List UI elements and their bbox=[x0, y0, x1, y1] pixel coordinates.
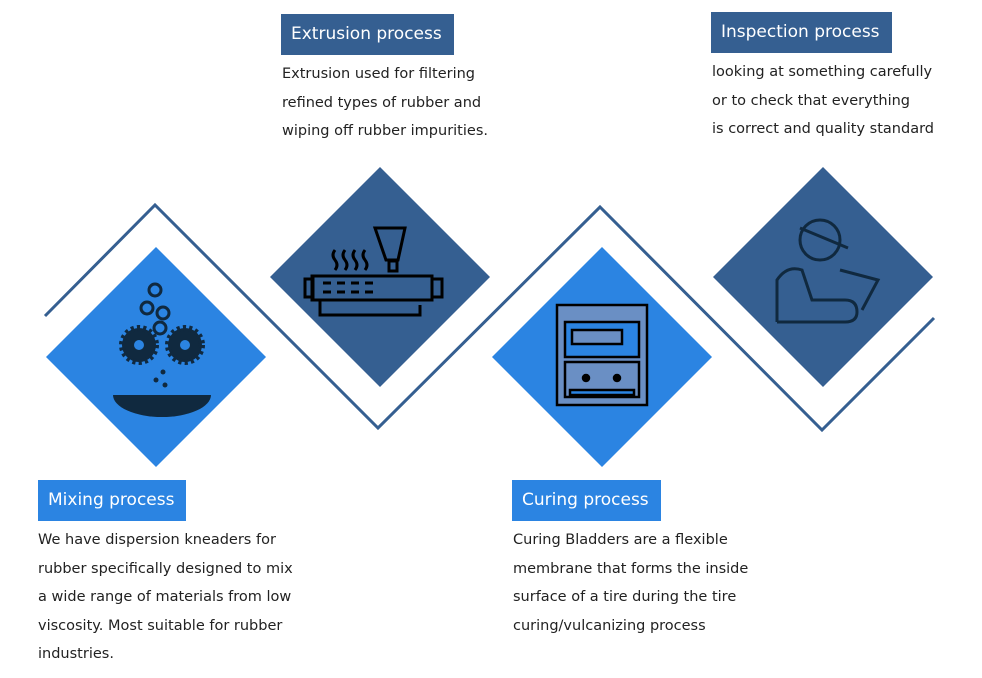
gears-mixing-icon bbox=[113, 282, 211, 417]
extruder-machine-icon bbox=[303, 226, 444, 317]
mixing-title: Mixing process bbox=[38, 480, 186, 521]
diamond-inspection bbox=[713, 167, 933, 387]
extrusion-title: Extrusion process bbox=[281, 14, 454, 55]
extrusion-description: Extrusion used for filtering refined typ… bbox=[282, 66, 488, 139]
curing-title: Curing process bbox=[512, 480, 661, 521]
zigzag-line bbox=[43, 202, 936, 433]
diamond-mixing bbox=[46, 247, 266, 467]
curing-press-icon bbox=[555, 303, 649, 407]
inspection-description: looking at something carefully or to che… bbox=[712, 64, 934, 137]
mixing-description: We have dispersion kneaders for rubber s… bbox=[38, 532, 293, 662]
inspector-icon bbox=[775, 218, 881, 324]
inspection-title: Inspection process bbox=[711, 12, 892, 53]
curing-description: Curing Bladders are a flexible membrane … bbox=[513, 532, 749, 634]
